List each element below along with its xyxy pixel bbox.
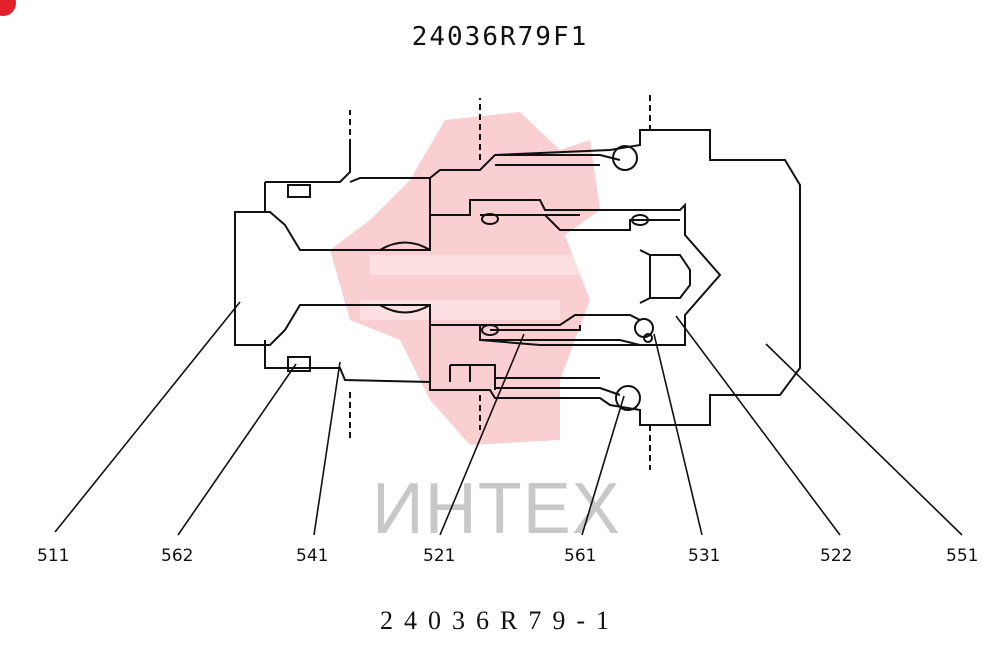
part-label-561: 561 xyxy=(564,546,597,566)
drawing-code-bottom: 24036R79-1 xyxy=(380,606,620,635)
corner-logo-icon xyxy=(0,0,16,16)
part-label-511: 511 xyxy=(37,546,70,566)
drawing-code-top: 24036R79F1 xyxy=(411,22,589,52)
part-label-551: 551 xyxy=(946,546,979,566)
watermark-text: ИНТЕХ xyxy=(372,469,621,549)
part-label-562: 562 xyxy=(161,546,194,566)
part-label-531: 531 xyxy=(688,546,721,566)
part-label-521: 521 xyxy=(423,546,456,566)
part-label-541: 541 xyxy=(296,546,329,566)
part-label-522: 522 xyxy=(820,546,853,566)
